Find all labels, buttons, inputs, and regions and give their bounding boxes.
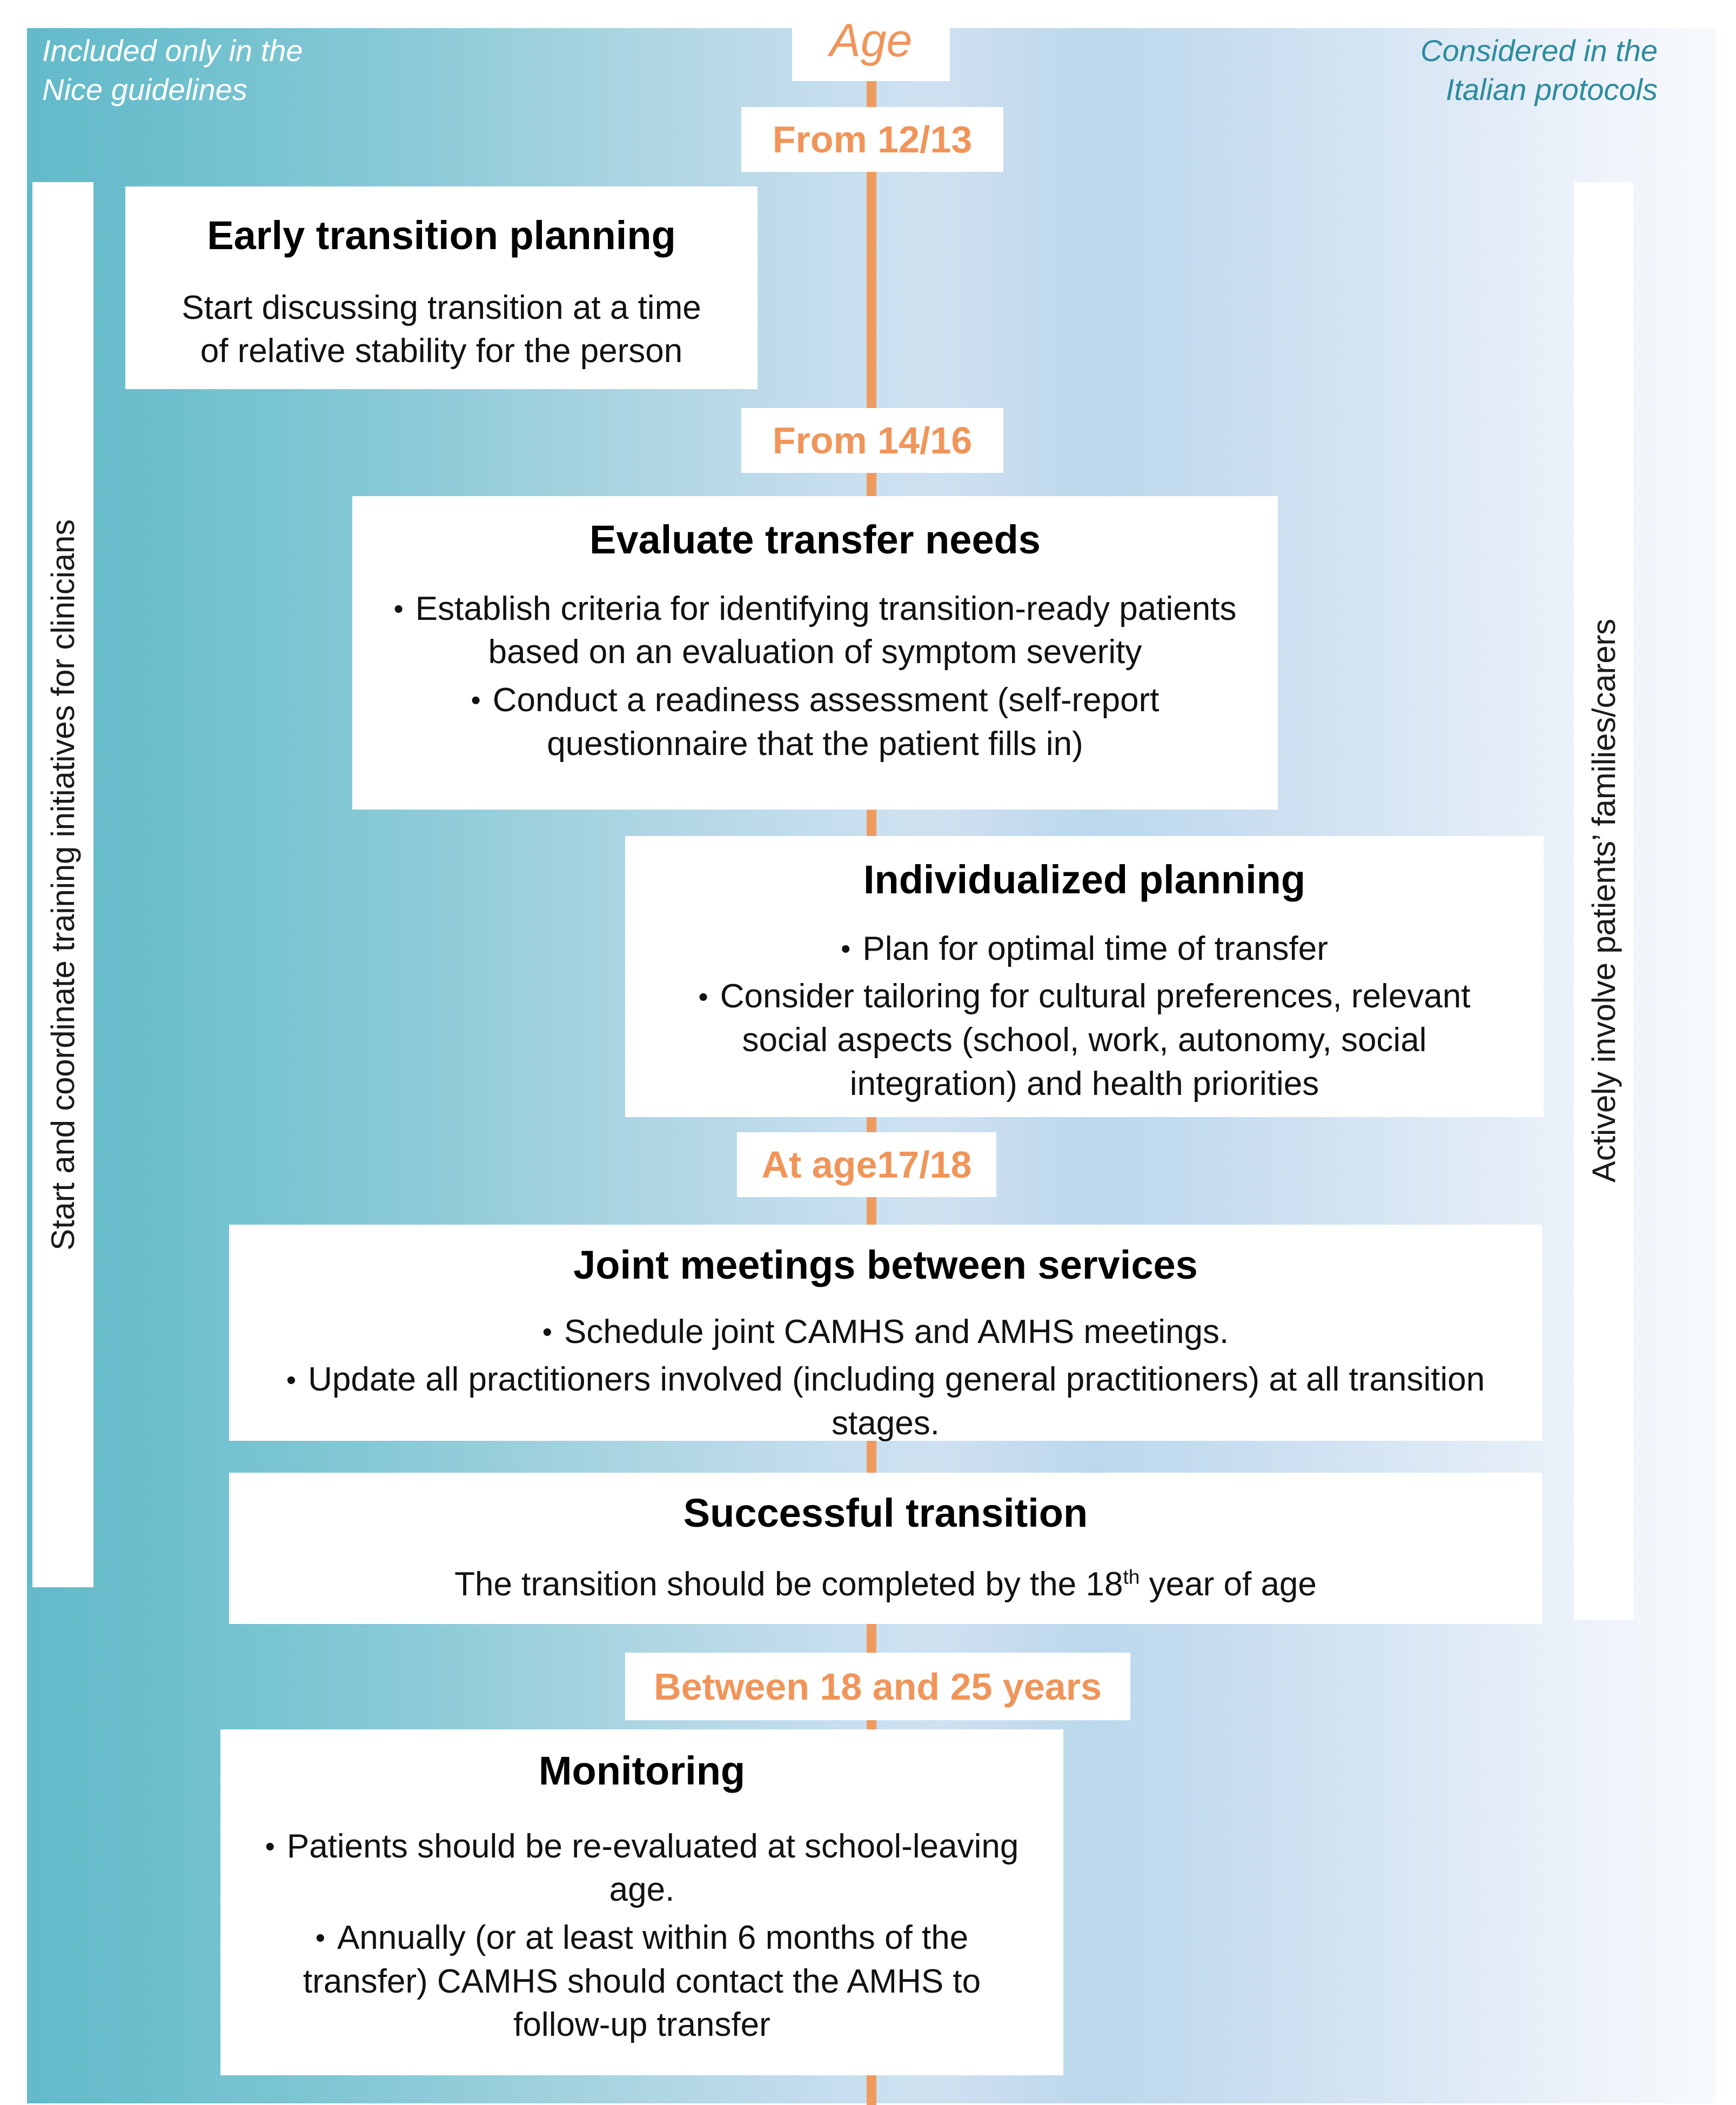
caption-italian-protocols: Considered in the Italian protocols <box>1420 31 1658 109</box>
stage-bullets-monitoring: Patients should be re-evaluated at schoo… <box>237 1825 1047 2047</box>
stage-card-joint-meetings: Joint meetings between services Schedule… <box>229 1225 1542 1442</box>
side-panel-families-label: Actively involve patients’ families/care… <box>1585 619 1622 1183</box>
stage-body-successful-transition: The transition should be completed by th… <box>454 1565 1317 1603</box>
stage-card-individualized-planning: Individualized planning Plan for optimal… <box>625 836 1544 1117</box>
stage-bullet: Plan for optimal time of transfer <box>641 927 1527 971</box>
side-panel-clinicians-label: Start and coordinate training initiative… <box>45 519 81 1251</box>
stage-bullets-evaluate-transfer-needs: Establish criteria for identifying trans… <box>368 587 1262 766</box>
age-marker-from-14-16: From 14/16 <box>741 408 1003 473</box>
stage-title-individualized-planning: Individualized planning <box>863 857 1306 902</box>
stage-bullet: Conduct a readiness assessment (self-rep… <box>368 679 1262 766</box>
stage-title-early-transition-planning: Early transition planning <box>207 213 676 258</box>
caption-right-line-2: Italian protocols <box>1445 72 1658 106</box>
caption-left-line-1: Included only in the <box>42 34 303 68</box>
stage-card-early-transition-planning: Early transition planning Start discussi… <box>125 186 758 389</box>
stage-card-successful-transition: Successful transition The transition sho… <box>229 1473 1542 1624</box>
stage-bullet: Annually (or at least within 6 months of… <box>237 1916 1047 2047</box>
caption-left-line-2: Nice guidelines <box>42 72 247 106</box>
stage-bullet: Update all practitioners involved (inclu… <box>245 1358 1526 1445</box>
age-axis-label: Age <box>792 0 950 81</box>
caption-nice-guidelines: Included only in the Nice guidelines <box>42 31 303 109</box>
stage-body-line: Start discussing transition at a time <box>182 289 701 326</box>
stage-title-evaluate-transfer-needs: Evaluate transfer needs <box>589 517 1041 562</box>
stage-bullet: Patients should be re-evaluated at schoo… <box>237 1825 1047 1912</box>
stage-title-joint-meetings: Joint meetings between services <box>573 1242 1198 1287</box>
stage-bullets-individualized-planning: Plan for optimal time of transfer Consid… <box>641 927 1527 1106</box>
stage-bullets-joint-meetings: Schedule joint CAMHS and AMHS meetings. … <box>245 1311 1526 1446</box>
age-marker-from-12-13: From 12/13 <box>741 107 1003 172</box>
age-marker-at-age-17-18: At age17/18 <box>737 1132 996 1197</box>
stage-bullet: Consider tailoring for cultural preferen… <box>641 975 1527 1106</box>
stage-card-monitoring: Monitoring Patients should be re-evaluat… <box>220 1729 1063 2075</box>
stage-bullet: Establish criteria for identifying trans… <box>368 587 1262 674</box>
stage-body-line: of relative stability for the person <box>200 332 683 370</box>
stage-body-early-transition-planning: Start discussing transition at a time of… <box>149 286 734 373</box>
stage-bullet: Schedule joint CAMHS and AMHS meetings. <box>245 1311 1526 1354</box>
stage-title-monitoring: Monitoring <box>538 1748 746 1793</box>
age-marker-between-18-and-25-years: Between 18 and 25 years <box>625 1653 1130 1720</box>
side-panel-clinicians: Start and coordinate training initiative… <box>32 182 93 1587</box>
side-panel-families: Actively involve patients’ families/care… <box>1574 182 1633 1620</box>
caption-right-line-1: Considered in the <box>1420 34 1658 68</box>
stage-card-evaluate-transfer-needs: Evaluate transfer needs Establish criter… <box>352 496 1278 810</box>
stage-title-successful-transition: Successful transition <box>683 1491 1088 1535</box>
